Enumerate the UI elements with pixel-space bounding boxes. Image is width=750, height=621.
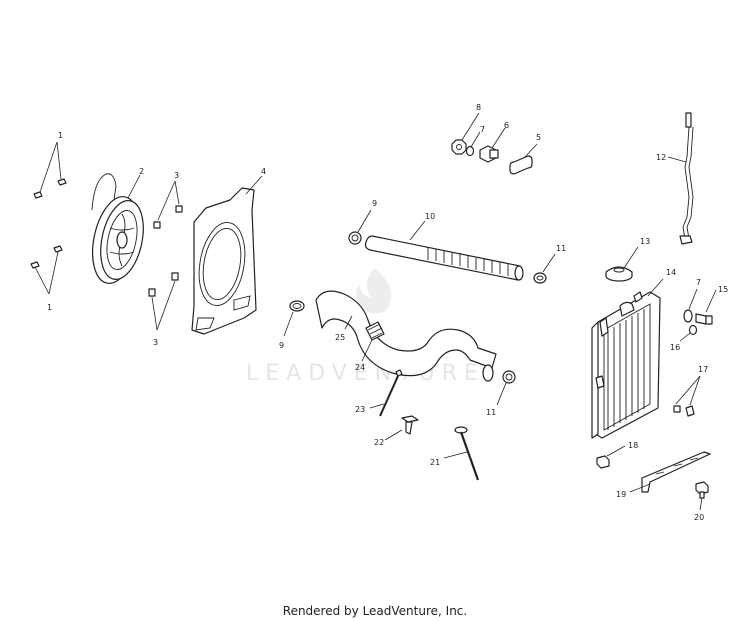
callout-5: 5	[536, 133, 541, 142]
part-18-drain-plug[interactable]	[596, 445, 626, 469]
part-11-hose-clamp-lower[interactable]	[496, 370, 516, 406]
callout-14: 14	[666, 268, 676, 277]
part-4-fan-shroud[interactable]	[191, 175, 263, 335]
callout-12: 12	[656, 153, 666, 162]
part-13-radiator-cap[interactable]	[605, 246, 639, 282]
callout-21: 21	[430, 458, 440, 467]
part-6-grommet[interactable]	[479, 127, 506, 163]
part-10-upper-coolant-hose[interactable]	[364, 220, 524, 281]
part-16-washer[interactable]	[679, 324, 698, 342]
part-7-washer-right[interactable]	[683, 288, 698, 323]
part-25-lower-coolant-hose[interactable]	[315, 290, 497, 382]
part-7-washer-upper[interactable]	[465, 131, 481, 157]
part-24-hose-sleeve[interactable]	[361, 321, 385, 362]
part-12-temperature-sensor-wire[interactable]	[667, 112, 694, 245]
part-1-clips-upper[interactable]	[33, 141, 67, 199]
leadventure-watermark: LEADVENTURE	[246, 268, 485, 386]
part-11-hose-clamp-upper[interactable]	[533, 253, 556, 284]
callout-16: 16	[670, 343, 680, 352]
watermark-flame-icon	[356, 268, 392, 314]
part-22-push-clip[interactable]	[384, 415, 419, 441]
part-17-clips[interactable]	[673, 375, 701, 417]
part-15-bolt[interactable]	[695, 289, 717, 325]
callout-1b: 1	[47, 303, 52, 312]
part-9-hose-clamp-upper[interactable]	[348, 209, 372, 245]
callout-20: 20	[694, 513, 704, 522]
callout-25: 25	[335, 333, 345, 342]
callout-3a: 3	[174, 171, 179, 180]
callout-23: 23	[355, 405, 365, 414]
callout-7b: 7	[696, 278, 701, 287]
callout-18: 18	[628, 441, 638, 450]
callout-24: 24	[355, 363, 365, 372]
part-21-bolt[interactable]	[443, 426, 480, 481]
part-3-clips-lower[interactable]	[148, 272, 179, 331]
callout-6: 6	[504, 121, 509, 130]
part-20-bolt[interactable]	[695, 481, 709, 511]
part-8-nut[interactable]	[451, 112, 480, 155]
callout-9a: 9	[372, 199, 377, 208]
callout-17: 17	[698, 365, 708, 374]
callout-11a: 11	[556, 244, 566, 253]
part-23-long-bolt[interactable]	[369, 369, 403, 417]
callout-3b: 3	[153, 338, 158, 347]
callout-13: 13	[640, 237, 650, 246]
callout-10: 10	[425, 212, 435, 221]
part-1-clips-lower[interactable]	[30, 245, 63, 295]
part-3-clips-upper[interactable]	[153, 180, 183, 229]
callout-22: 22	[374, 438, 384, 447]
callout-15: 15	[718, 285, 728, 294]
callout-9b: 9	[279, 341, 284, 350]
part-5-spacer[interactable]	[509, 143, 538, 175]
callout-1a: 1	[58, 131, 63, 140]
part-19-mounting-bracket[interactable]	[629, 451, 711, 493]
callout-19: 19	[616, 490, 626, 499]
callout-8: 8	[476, 103, 481, 112]
callout-4: 4	[261, 167, 266, 176]
callout-7a: 7	[480, 125, 485, 134]
part-14-radiator[interactable]	[591, 278, 664, 439]
rendered-by-footer: Rendered by LeadVenture, Inc.	[282, 604, 468, 618]
part-2-fan-assembly[interactable]	[85, 173, 150, 288]
watermark-text: LEADVENTURE	[246, 361, 485, 386]
callout-11b: 11	[486, 408, 496, 417]
callout-labels: 1 1 2 3 3 4 5 6 7 7 8 9 9 10 11 11 12 13…	[47, 103, 728, 522]
part-9-hose-clamp-lower[interactable]	[283, 300, 305, 337]
callout-2: 2	[139, 167, 144, 176]
